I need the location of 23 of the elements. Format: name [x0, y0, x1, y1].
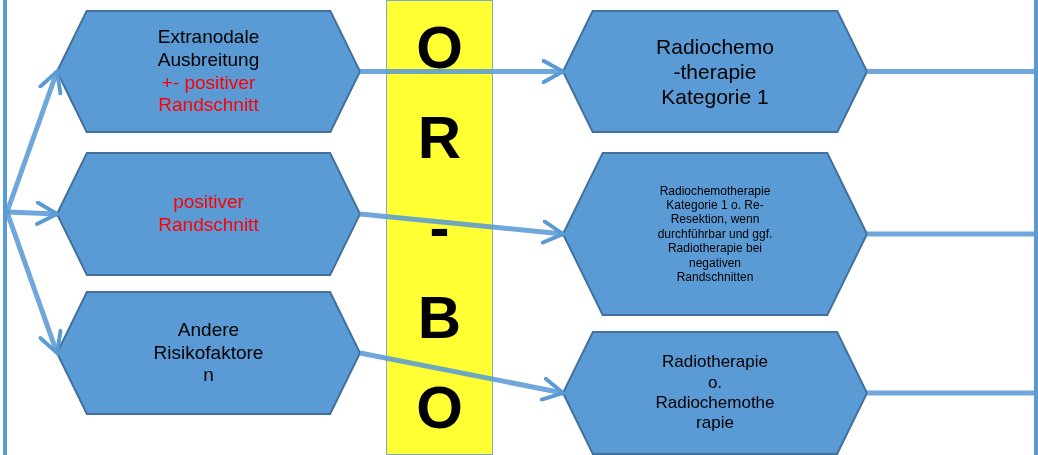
node-text: Extranodale Ausbreitung [156, 25, 261, 72]
connector-line [867, 231, 1034, 237]
arrow [359, 211, 565, 245]
arrow [360, 58, 565, 85]
arrow [359, 350, 565, 402]
node-text: +- positiver Randschnitt [157, 71, 260, 118]
hexagon-shape [563, 153, 867, 315]
connector-line [867, 69, 1034, 74]
node-text: Andere Risikofaktore n [152, 318, 265, 388]
connector-line [867, 390, 1034, 396]
hexagon-shape [57, 11, 360, 132]
node-text: positiver Randschnitt [157, 191, 260, 237]
node-text: Radiotherapie o. Radiochemothe rapie [654, 352, 776, 434]
hexagon-shape [57, 153, 360, 275]
node-text: Radiochemotherapie Kategorie 1 o. Re-Resektion, wenn durchführbar und ggf. Radiotherapie bei negativen Randschnitten [656, 183, 774, 285]
arrow [4, 69, 63, 213]
hexagon-shape [563, 332, 867, 454]
node-text: Radiochemo -therapie Kategorie 1 [655, 33, 775, 110]
hexagon-shape [57, 292, 360, 414]
band-letters: O R - B O [415, 12, 464, 443]
hexagon-shape [563, 11, 867, 132]
arrow [4, 211, 63, 355]
arrow [6, 200, 59, 226]
